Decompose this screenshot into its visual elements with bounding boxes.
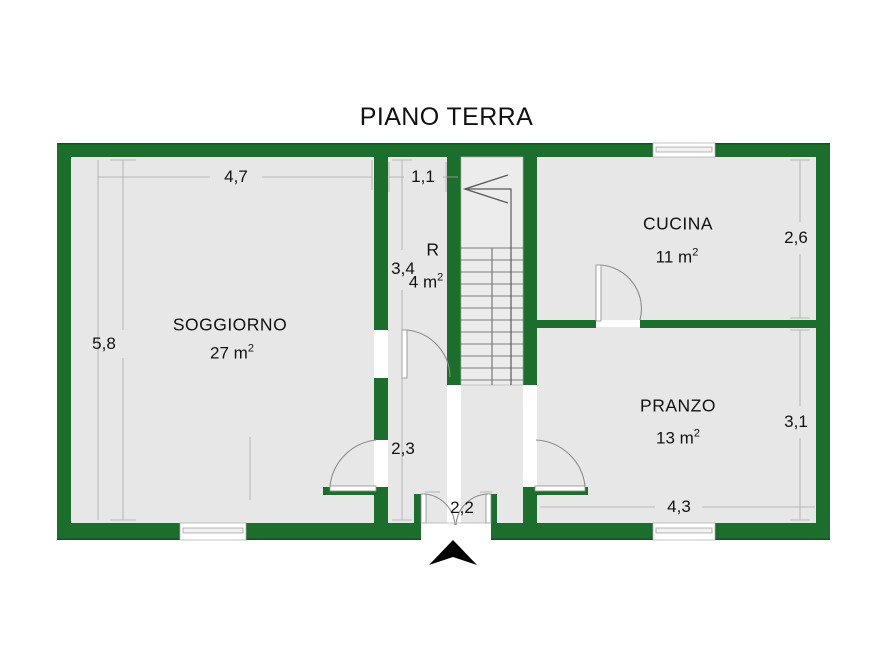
area-unit: m [679, 428, 694, 448]
area-exponent: 2 [693, 427, 700, 440]
room-label-ripostiglio: R [426, 239, 440, 260]
area-exponent: 2 [437, 271, 444, 284]
windows [179, 142, 716, 541]
dimension-soggiorno-height: 5,8 [92, 334, 116, 353]
dimension-hall-lower-width: 2,3 [391, 439, 415, 458]
dimension-cucina-height: 2,6 [784, 228, 808, 247]
dimension-soggiorno-width: 4,7 [224, 167, 248, 186]
dimension-lines [97, 159, 815, 521]
area-value: 13 [656, 428, 675, 448]
area-exponent: 2 [692, 246, 699, 259]
stair-up-arrow-icon [462, 174, 512, 385]
dimension-hall-height: 3,4 [391, 259, 415, 278]
room-label-pranzo: PRANZO [640, 395, 716, 416]
dimension-hall-width: 1,1 [411, 167, 435, 186]
entrance-arrow-marker [429, 540, 477, 565]
room-label-cucina: CUCINA [642, 213, 714, 234]
area-value: 27 [210, 343, 229, 363]
window-soggiorno-bottom [179, 522, 247, 541]
door-entrance-double [420, 493, 492, 526]
room-floors [71, 157, 816, 523]
walls [57, 143, 830, 540]
area-value: 11 [655, 247, 674, 267]
area-unit: m [422, 272, 438, 292]
door-cucina [595, 264, 642, 322]
page-title: PIANO TERRA [359, 103, 534, 131]
dimension-pranzo-height: 3,1 [784, 412, 808, 431]
door-soggiorno [329, 439, 377, 492]
window-cucina-top [652, 142, 716, 158]
window-pranzo-bottom [652, 522, 716, 541]
room-area-cucina: 11 m2 [656, 247, 699, 268]
room-area-soggiorno: 27 m2 [210, 343, 254, 364]
area-value: 4 [408, 272, 419, 292]
area-unit: m [233, 343, 248, 363]
room-label-soggiorno: SOGGIORNO [172, 314, 288, 335]
area-unit: m [678, 247, 693, 267]
room-area-pranzo: 13 m2 [656, 428, 700, 449]
area-exponent: 2 [247, 342, 254, 355]
door-pranzo [534, 439, 586, 492]
room-area-ripostiglio: 4 m2 [409, 272, 444, 293]
dimension-entrance-width: 2,2 [450, 498, 474, 517]
staircase [460, 156, 524, 386]
dimension-pranzo-width: 4,3 [667, 497, 691, 516]
